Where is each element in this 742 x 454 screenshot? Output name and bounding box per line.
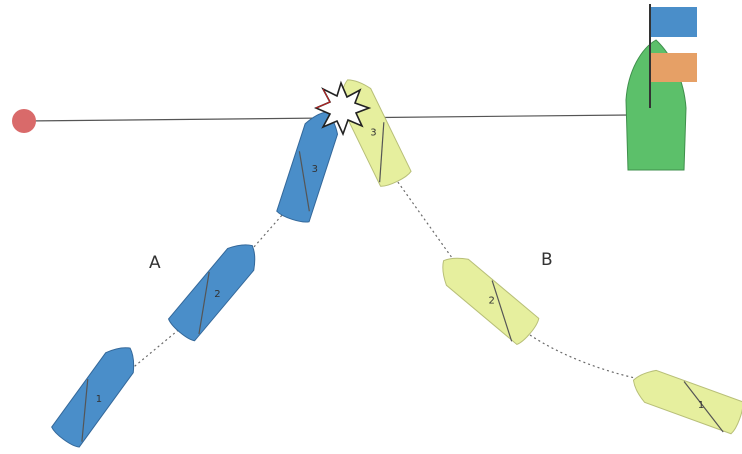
boat-b-position-2: 2 (442, 257, 540, 346)
boat-b-label: B (541, 250, 553, 270)
pin-buoy-icon (12, 109, 36, 133)
boat-a-position-1: 1 (51, 347, 135, 448)
orange-flag-icon (651, 53, 697, 82)
boat-b-position-1: 1 (632, 369, 742, 435)
boat-a-number-3: 3 (312, 164, 318, 175)
boat-b-number-3: 3 (370, 128, 376, 139)
boat-b-number-2: 2 (488, 296, 494, 307)
boat-a-number-1: 1 (96, 394, 102, 405)
boat-a-number-2: 2 (214, 289, 220, 300)
boat-a-position-3: 3 (276, 111, 339, 223)
blue-flag-icon (651, 7, 697, 37)
boat-b-track (394, 177, 636, 379)
committee-boat-icon (625, 4, 697, 171)
boat-b-number-1: 1 (698, 400, 704, 411)
boat-a-position-2: 2 (167, 244, 256, 342)
boat-a-label: A (149, 253, 161, 273)
